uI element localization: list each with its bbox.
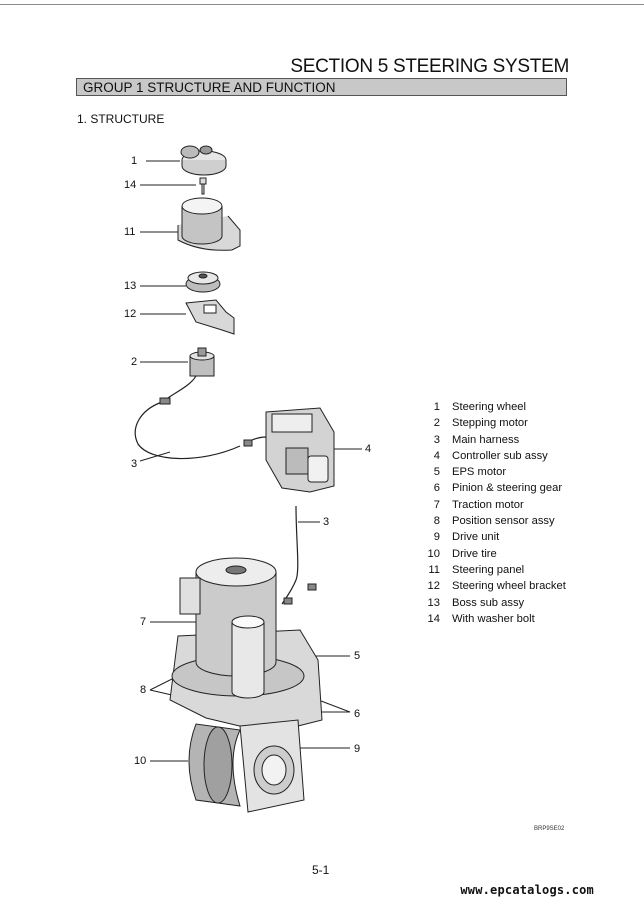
callout-11: 11 xyxy=(124,226,136,238)
figure-code: BRP9SE02 xyxy=(534,826,565,832)
legend-num: 11 xyxy=(428,563,440,576)
callout-6: 6 xyxy=(354,708,361,720)
callout-8: 8 xyxy=(140,684,147,696)
top-rule xyxy=(0,4,644,5)
steering-system-diagram xyxy=(134,145,362,813)
legend-label: Drive unit xyxy=(452,531,500,544)
legend-num: 4 xyxy=(433,449,440,462)
legend-num: 14 xyxy=(427,612,440,625)
callout-2: 2 xyxy=(131,356,138,368)
legend-label: EPS motor xyxy=(452,466,507,479)
callout-10: 10 xyxy=(134,755,147,767)
callout-13: 13 xyxy=(124,280,137,292)
legend-label: Drive tire xyxy=(452,547,497,560)
legend-label: Position sensor assy xyxy=(452,515,555,528)
legend-num: 13 xyxy=(427,596,440,609)
legend-label: Steering wheel xyxy=(452,401,527,413)
legend-num: 2 xyxy=(433,417,440,430)
legend-num: 1 xyxy=(433,401,440,413)
legend-label: Pinion & steering gear xyxy=(452,482,563,495)
callout-3a: 3 xyxy=(131,458,138,470)
callout-1: 1 xyxy=(131,155,138,167)
subheading: 1. STRUCTURE xyxy=(77,112,165,126)
callout-3b: 3 xyxy=(323,516,330,528)
legend-num: 6 xyxy=(433,482,440,495)
legend-label: Main harness xyxy=(452,433,520,446)
callout-5: 5 xyxy=(354,650,361,662)
callout-14: 14 xyxy=(124,179,137,191)
legend-label: Stepping motor xyxy=(452,417,528,430)
legend-label: Controller sub assy xyxy=(452,449,548,462)
steering-wheel-part xyxy=(180,145,227,176)
legend-label: Steering panel xyxy=(452,563,525,576)
legend-label: Traction motor xyxy=(452,498,524,511)
legend-label: Boss sub assy xyxy=(452,596,525,609)
legend-num: 10 xyxy=(427,547,440,560)
group-title: GROUP 1 STRUCTURE AND FUNCTION xyxy=(83,80,336,95)
legend-num: 12 xyxy=(427,580,440,593)
group-title-bar: GROUP 1 STRUCTURE AND FUNCTION xyxy=(76,78,567,96)
callout-12: 12 xyxy=(124,308,137,320)
legend-label: With washer bolt xyxy=(452,612,535,625)
callout-9: 9 xyxy=(354,743,361,755)
page-number: 5-1 xyxy=(312,863,330,877)
callout-7: 7 xyxy=(140,616,147,628)
legend-num: 5 xyxy=(433,466,440,479)
section-title: SECTION 5 STEERING SYSTEM xyxy=(290,56,569,77)
legend-label: Steering wheel bracket xyxy=(452,580,566,593)
legend-num: 8 xyxy=(433,515,440,528)
watermark: www.epcatalogs.com xyxy=(460,883,594,897)
legend-num: 9 xyxy=(433,531,440,544)
legend-num: 7 xyxy=(433,498,440,511)
legend-num: 3 xyxy=(433,433,440,446)
callout-4: 4 xyxy=(365,443,372,455)
